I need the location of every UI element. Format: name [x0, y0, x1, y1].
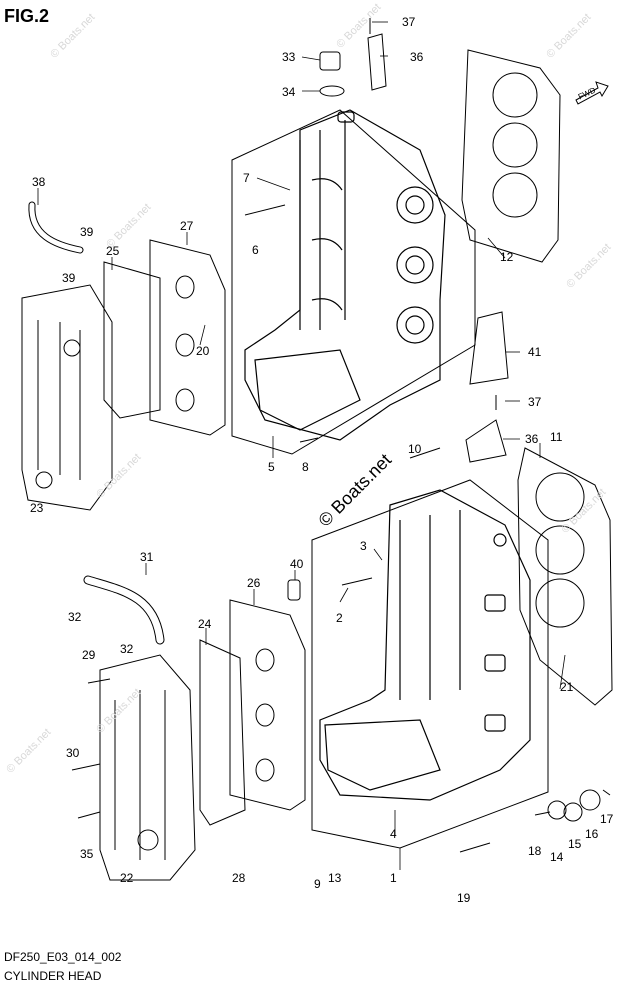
callout-20: 20	[196, 344, 210, 358]
callout-7: 7	[243, 171, 250, 185]
upper-cover-gasket	[103, 261, 161, 419]
upper-head-cover	[21, 284, 113, 511]
callout-39: 39	[62, 271, 76, 285]
callout-3: 3	[360, 539, 367, 553]
bolts	[71, 18, 611, 853]
callout-36: 36	[410, 50, 424, 64]
upper-head-gasket	[461, 49, 561, 263]
callout-33: 33	[282, 50, 296, 64]
callout-30: 30	[66, 746, 80, 760]
callout-5: 5	[268, 460, 275, 474]
callout-29: 29	[82, 648, 96, 662]
fwd-arrow-icon	[575, 81, 609, 105]
callout-8: 8	[302, 460, 309, 474]
callout-32: 32	[120, 642, 134, 656]
callout-34: 34	[282, 85, 296, 99]
callout-37: 37	[402, 15, 416, 29]
upper-valve-cover-gasket	[149, 239, 226, 436]
washer-14	[547, 800, 567, 820]
callout-12: 12	[500, 250, 514, 264]
callout-14: 14	[550, 850, 564, 864]
figure-title: FIG.2	[4, 6, 50, 26]
callout-6: 6	[252, 243, 259, 257]
callout-21: 21	[560, 680, 574, 694]
callout-22: 22	[120, 871, 134, 885]
lower-cylinder-head	[319, 489, 531, 801]
callout-1: 1	[390, 871, 397, 885]
diagram-caption: CYLINDER HEAD	[4, 969, 102, 983]
callout-2: 2	[336, 611, 343, 625]
callout-24: 24	[198, 617, 212, 631]
upper-hose-inner	[29, 202, 83, 253]
callout-37: 37	[528, 395, 542, 409]
callout-28: 28	[232, 871, 246, 885]
dowel-pin	[287, 579, 301, 601]
callout-15: 15	[568, 837, 582, 851]
upper-head-frame	[231, 109, 476, 455]
sensor-16	[579, 789, 601, 811]
callout-10: 10	[408, 442, 422, 456]
lower-valve-cover-gasket	[229, 599, 306, 811]
callout-41: 41	[528, 345, 542, 359]
callout-27: 27	[180, 219, 194, 233]
callout-25: 25	[106, 244, 120, 258]
callout-9: 9	[314, 877, 321, 891]
bracket-36-lower	[465, 419, 507, 463]
upper-bracket	[367, 33, 387, 91]
callout-18: 18	[528, 844, 542, 858]
callout-17: 17	[600, 812, 614, 826]
callout-39: 39	[80, 225, 94, 239]
bracket-41	[469, 311, 509, 385]
o-ring	[319, 85, 345, 97]
callout-26: 26	[247, 576, 261, 590]
seal-15	[563, 802, 583, 822]
leader-lines	[37, 21, 566, 870]
oil-filler-cap	[319, 51, 341, 71]
lower-head-cover	[99, 654, 196, 881]
lower-cover-gasket	[199, 639, 246, 826]
callout-11: 11	[550, 430, 563, 444]
callout-40: 40	[290, 557, 304, 571]
callout-16: 16	[585, 827, 599, 841]
callout-32: 32	[68, 610, 82, 624]
lower-hose-inner	[84, 576, 164, 644]
callout-4: 4	[390, 827, 397, 841]
diagram-code: DF250_E03_014_002	[4, 950, 122, 964]
lower-head-frame	[311, 479, 549, 849]
callout-19: 19	[457, 891, 471, 905]
callout-35: 35	[80, 847, 94, 861]
callout-13: 13	[328, 871, 342, 885]
callout-23: 23	[30, 501, 44, 515]
lower-head-gasket	[517, 447, 613, 706]
upper-cylinder-head	[244, 109, 446, 441]
callout-31: 31	[140, 550, 154, 564]
callout-36: 36	[525, 432, 539, 446]
callout-38: 38	[32, 175, 46, 189]
